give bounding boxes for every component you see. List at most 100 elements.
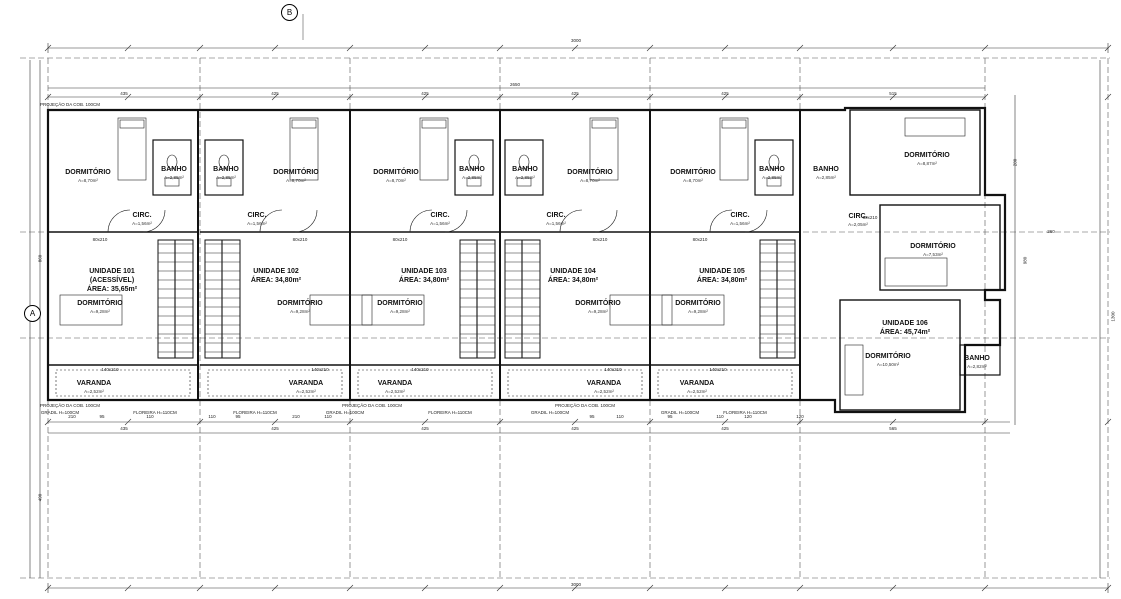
- dim-tick: [44, 44, 52, 52]
- unit-area: ÁREA: 35,65m²: [86, 286, 138, 293]
- bed-top: [117, 117, 147, 181]
- dim-tick: [796, 93, 804, 101]
- toilet-fixture: [218, 154, 230, 170]
- dim-tick: [646, 93, 654, 101]
- note-projecao-top: PROJEÇÃO DA COB. 100CM: [39, 102, 101, 107]
- note-projecao: PROJEÇÃO DA COB. 100CM: [341, 403, 403, 408]
- room-dormitorio-106-low: DORMITÓRIO: [865, 353, 911, 360]
- dim-tick: [44, 584, 52, 592]
- note-window: 140x210: [709, 367, 727, 372]
- room-circ: CIRC.: [430, 212, 450, 219]
- right-extra: 260: [1047, 229, 1055, 234]
- dim-tick: [646, 584, 654, 592]
- door-swing: [259, 209, 283, 233]
- dim-tick: [721, 418, 729, 426]
- unit-name: UNIDADE 102: [253, 268, 299, 275]
- room-area: A=2,85m²: [816, 175, 836, 180]
- room-area: A=2,85m²: [164, 175, 184, 180]
- segment-dim-top: 425: [571, 91, 579, 96]
- room-area: A=1,56m²: [546, 221, 566, 226]
- dim-tick: [646, 418, 654, 426]
- dim-tick: [1104, 93, 1112, 101]
- column-dim: 110: [716, 414, 724, 419]
- bathroom-walls: [504, 139, 544, 196]
- dim-tick: [981, 93, 989, 101]
- dim-tick: [571, 584, 579, 592]
- room-area: A=9,28m²: [90, 309, 110, 314]
- dim-tick: [421, 44, 429, 52]
- note-floreira: FLOREIRA H=110CM: [723, 410, 767, 415]
- room-varanda: VARANDA: [377, 380, 413, 387]
- dim-tick: [889, 584, 897, 592]
- room-banho: BANHO: [512, 166, 538, 173]
- bed-bottom: [609, 294, 673, 326]
- bed-106-mid: [884, 257, 948, 287]
- dim-tick: [889, 93, 897, 101]
- dim-tick: [44, 93, 52, 101]
- dim-tick: [346, 44, 354, 52]
- room-circ: CIRC.: [247, 212, 267, 219]
- column-dim: 110: [146, 414, 154, 419]
- segment-dim-bottom: 425: [271, 426, 279, 431]
- column-dim: 120: [796, 414, 804, 419]
- dim-tick: [721, 93, 729, 101]
- note-projecao: PROJEÇÃO DA COB. 100CM: [554, 403, 616, 408]
- dim-tick: [796, 418, 804, 426]
- unit-name: UNIDADE 106: [882, 320, 928, 327]
- dim-tick: [271, 418, 279, 426]
- room-banho: BANHO: [813, 166, 839, 173]
- bed-top: [589, 117, 619, 181]
- dim-tick: [889, 44, 897, 52]
- dim-tick: [421, 584, 429, 592]
- dim-tick: [346, 584, 354, 592]
- room-area: A=10,50m²: [876, 362, 900, 367]
- bathroom-walls: [152, 139, 192, 196]
- unit-name: UNIDADE 105: [699, 268, 745, 275]
- note-floreira: FLOREIRA H=110CM: [428, 410, 472, 415]
- right-height-total: 1300: [1110, 311, 1116, 322]
- room-varanda: VARANDA: [288, 380, 324, 387]
- varanda-floor: [507, 369, 643, 397]
- dim-tick: [646, 44, 654, 52]
- room-area: A=9,28m²: [290, 309, 310, 314]
- bed-top: [419, 117, 449, 181]
- segment-dim-top: 515: [889, 91, 897, 96]
- dim-tick: [421, 93, 429, 101]
- dim-tick: [271, 44, 279, 52]
- toilet-fixture: [468, 154, 480, 170]
- note-door: 80x210: [592, 237, 608, 242]
- dim-tick: [1104, 44, 1112, 52]
- unit-name: UNIDADE 101: [89, 268, 135, 275]
- building-outline: [46, 106, 1007, 414]
- bed-bottom: [59, 294, 123, 326]
- pillow-top: [291, 119, 317, 129]
- room-dormitorio-bottom: DORMITÓRIO: [77, 300, 123, 307]
- room-dormitorio-top: DORMITÓRIO: [273, 169, 319, 176]
- room-dormitorio-106-top: DORMITÓRIO: [904, 152, 950, 159]
- room-area: A=9,28m²: [588, 309, 608, 314]
- bed-bottom: [309, 294, 373, 326]
- varanda-floor: [657, 369, 793, 397]
- unit-name: UNIDADE 103: [401, 268, 447, 275]
- room-area: A=1,56m²: [132, 221, 152, 226]
- room-dormitorio-bottom: DORMITÓRIO: [575, 300, 621, 307]
- column-dim: 95: [589, 414, 595, 419]
- unit-area: ÁREA: 34,80m²: [250, 277, 302, 284]
- sink-fixture: [216, 177, 232, 187]
- bathroom-walls: [204, 139, 244, 196]
- room-dormitorio-bottom: DORMITÓRIO: [277, 300, 323, 307]
- room-area: A=9,28m²: [688, 309, 708, 314]
- dim-tick: [271, 584, 279, 592]
- dim-tick: [571, 418, 579, 426]
- dim-tick: [346, 93, 354, 101]
- note-gradil: GRADIL H=100CM: [660, 410, 700, 415]
- room-area: A=2,85m²: [515, 175, 535, 180]
- room-area: A=2,85m²: [462, 175, 482, 180]
- door-swing: [409, 209, 433, 233]
- pillow-top: [591, 119, 617, 129]
- overall-width-top: 3000: [570, 38, 582, 43]
- bed-106-low: [844, 344, 864, 396]
- bathroom-walls: [754, 139, 794, 196]
- door-swing: [594, 209, 618, 233]
